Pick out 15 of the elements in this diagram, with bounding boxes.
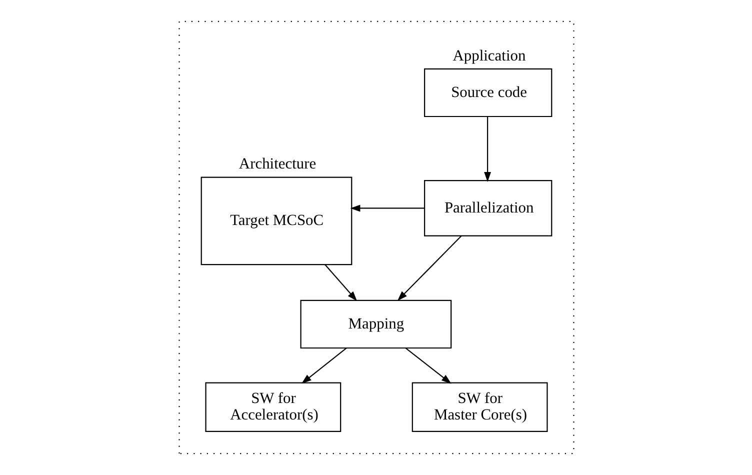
node-box: Parallelization	[424, 180, 552, 236]
node-box: Target MCSoC	[200, 176, 352, 266]
node-box: Source code	[424, 68, 552, 118]
node-label: Application	[452, 47, 526, 64]
node-label: Architecture	[238, 156, 316, 173]
cluster	[178, 20, 574, 454]
arrow	[324, 264, 357, 302]
arrow	[404, 347, 451, 384]
node-box: Mapping	[300, 300, 452, 349]
arrow	[300, 347, 347, 384]
arrow	[484, 116, 491, 182]
arrow	[350, 204, 424, 212]
arrow	[396, 235, 462, 301]
node-box: SW for Accelerator(s)	[204, 382, 341, 432]
node-box: SW for Master Core(s)	[411, 382, 548, 432]
